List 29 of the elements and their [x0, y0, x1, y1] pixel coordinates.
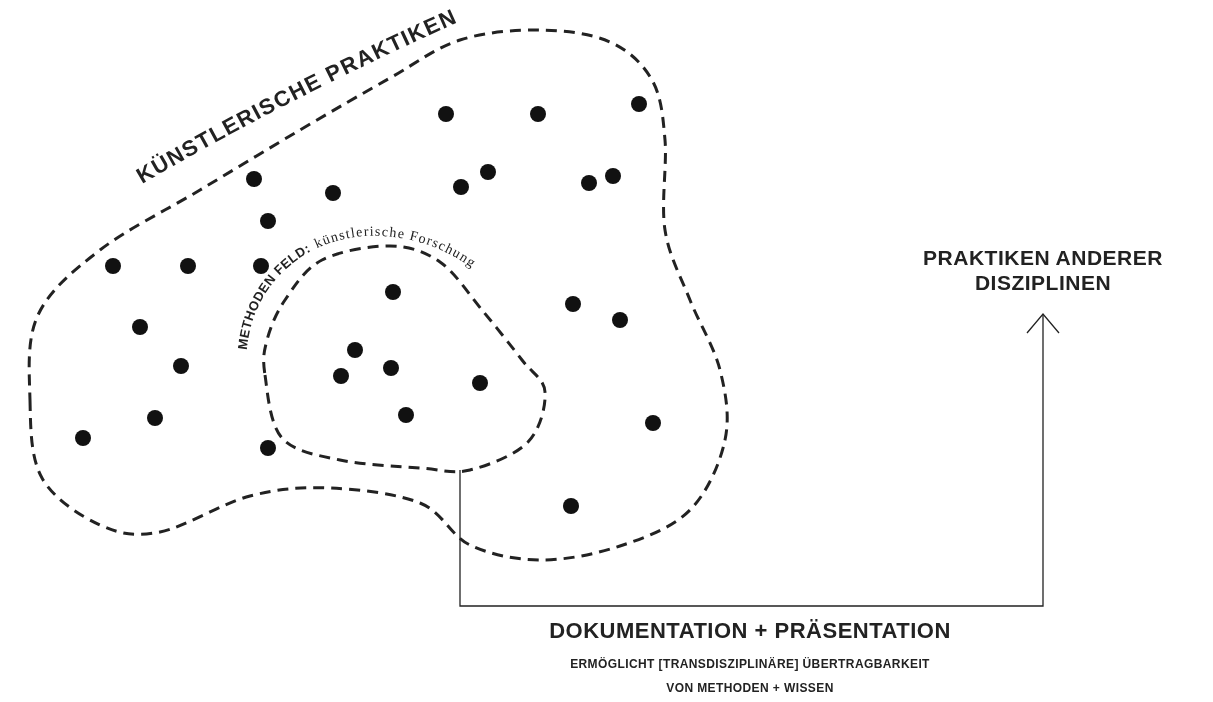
dot	[260, 213, 276, 229]
dot	[333, 368, 349, 384]
dot	[645, 415, 661, 431]
dot	[347, 342, 363, 358]
dot	[565, 296, 581, 312]
dot	[631, 96, 647, 112]
dot	[383, 360, 399, 376]
dot	[147, 410, 163, 426]
dot	[398, 407, 414, 423]
dot	[472, 375, 488, 391]
dot	[75, 430, 91, 446]
dot	[325, 185, 341, 201]
dot	[180, 258, 196, 274]
dot	[385, 284, 401, 300]
dot	[563, 498, 579, 514]
dot	[581, 175, 597, 191]
heading-label: PRAKTIKEN ANDERER DISZIPLINEN	[922, 245, 1164, 295]
note-text: ERMÖGLICHT [TRANSDISZIPLINÄRE] ÜBERTRAGBARKEIT VON METHODEN + WISSEN	[569, 656, 931, 697]
dot	[260, 440, 276, 456]
dot	[105, 258, 121, 274]
dot	[480, 164, 496, 180]
connector-arrow	[459, 313, 1060, 607]
dot	[605, 168, 621, 184]
dot	[173, 358, 189, 374]
dot	[132, 319, 148, 335]
dot	[530, 106, 546, 122]
dot	[438, 106, 454, 122]
dot	[453, 179, 469, 195]
dot	[612, 312, 628, 328]
